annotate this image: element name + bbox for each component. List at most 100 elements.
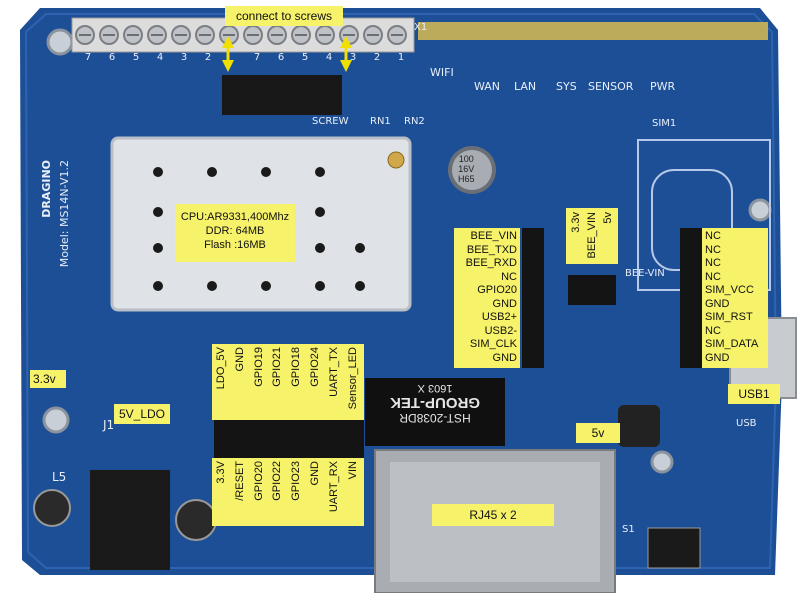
pin-label: GND xyxy=(492,351,517,364)
rn1-label: RN1 xyxy=(370,116,391,127)
label-usb1: USB1 xyxy=(728,384,780,404)
pin-label: SIM_VCC xyxy=(705,284,754,296)
x1-label: X1 xyxy=(414,22,428,33)
led-label: SENSOR xyxy=(588,80,634,93)
led-label: SYS xyxy=(556,80,577,93)
gpio-pin-label: GND xyxy=(309,461,321,486)
usb-silk: USB xyxy=(736,418,757,429)
module-dot xyxy=(153,281,163,291)
screw-number: 4 xyxy=(325,52,333,63)
screw-number: 7 xyxy=(253,52,261,63)
gpio-pin-label: GPIO22 xyxy=(271,461,284,501)
transformer xyxy=(365,378,505,446)
mounting-hole xyxy=(42,406,70,434)
gpio-pin-label: UART_RX xyxy=(327,461,340,513)
led-label: WIFI xyxy=(430,66,454,79)
arrow-icon xyxy=(222,36,352,72)
rj45-label: RJ45 x 2 xyxy=(432,504,554,526)
screw-number: 3 xyxy=(349,52,357,63)
module-dot xyxy=(261,281,271,291)
gpio-pin-label: GPIO19 xyxy=(252,347,265,387)
s1-silk: S1 xyxy=(622,524,635,535)
capacitor-marking: 100 16V H65 xyxy=(458,154,475,184)
dc-jack xyxy=(90,470,170,570)
pin-label: GPIO20 xyxy=(477,284,517,296)
gpio-pin-label: Sensor_LED xyxy=(346,347,359,410)
pin-label: NC xyxy=(705,270,721,283)
gpio-pin-label: 3.3V xyxy=(215,461,227,484)
transformer-line-3: HST-2038DR xyxy=(399,411,471,425)
cap-line-1: 100 xyxy=(458,154,474,164)
transformer-line-2: GROUP-TEK xyxy=(390,394,480,411)
module-dot xyxy=(261,167,271,177)
mounting-hole xyxy=(46,28,74,56)
sim1-label: SIM1 xyxy=(652,118,677,129)
pin-label: NC xyxy=(705,243,721,256)
ddr-line: DDR: 64MB xyxy=(205,225,265,237)
model-text: Model: MS14N-V1.2 xyxy=(58,160,71,268)
j1-silk: J1 xyxy=(103,418,115,432)
gpio-pin-label: GPIO18 xyxy=(290,347,303,387)
screw-number: 1 xyxy=(397,52,405,63)
pin-label: BEE_TXD xyxy=(466,243,517,256)
pin-label: NC xyxy=(705,230,721,242)
gpio-pin-label: LDO_5V xyxy=(215,347,227,390)
bee-vin-silk: BEE-VIN xyxy=(625,268,665,279)
label-3v3: 3.3v xyxy=(30,370,66,388)
led-label: PWR xyxy=(650,80,676,93)
gpio-pin-label: /RESET xyxy=(233,461,246,501)
ufl-connector xyxy=(387,151,405,169)
pin-label: USB2- xyxy=(484,324,517,337)
inductor xyxy=(33,489,71,527)
screw-numbers-right: 7 6 5 4 3 2 1 xyxy=(245,52,413,63)
gpio-header xyxy=(214,420,364,458)
pin-label: SIM_RST xyxy=(705,311,753,323)
inductor xyxy=(175,499,217,541)
jumper-block xyxy=(568,275,616,305)
pin-label: GND xyxy=(492,297,517,310)
module-dot xyxy=(153,167,163,177)
screw-caption: SCREW xyxy=(312,116,349,127)
cpu-spec-label: CPU:AR9331,400Mhz DDR: 64MB Flash :16MB xyxy=(175,204,295,262)
screw-number: 3 xyxy=(180,52,188,63)
bee-vin-text: BEE_VIN xyxy=(586,212,598,259)
gpio-pin-label: VIN xyxy=(346,461,359,480)
voltage-select-label: 5v BEE_VIN 3.3v xyxy=(566,208,618,264)
gpio-pin-label: GPIO24 xyxy=(309,347,321,387)
module-dot xyxy=(315,281,325,291)
screw-number: 4 xyxy=(156,52,164,63)
pin-header xyxy=(222,75,342,115)
connect-to-screws-label: connect to screws xyxy=(225,6,343,26)
v3v3-text: 3.3v xyxy=(570,212,582,233)
module-dot xyxy=(207,281,217,291)
module-dot xyxy=(315,167,325,177)
antenna-strip xyxy=(418,22,768,40)
label-5v-ldo: 5V_LDO xyxy=(114,404,170,424)
transformer-line-1: 1603 X xyxy=(417,382,453,394)
cap-line-2: 16V xyxy=(458,164,475,174)
led-label: WAN xyxy=(474,80,501,93)
label-5v: 5v xyxy=(576,423,620,443)
gpio-pin-label: GPIO23 xyxy=(290,461,303,501)
l5-silk: L5 xyxy=(52,470,67,484)
flash-line: Flash :16MB xyxy=(204,239,266,251)
cpu-line: CPU:AR9331,400Mhz xyxy=(180,211,290,223)
pin-label: USB2+ xyxy=(481,311,517,323)
pin-label: GND xyxy=(705,297,730,310)
sim-header xyxy=(680,228,702,368)
module-dot xyxy=(315,243,325,253)
gpio-pin-label: GND xyxy=(233,347,246,372)
screw-number: 5 xyxy=(132,52,140,63)
screw-number: 6 xyxy=(277,52,285,63)
screw-number: 5 xyxy=(301,52,309,63)
screw-number: 6 xyxy=(108,52,116,63)
screw-number: 2 xyxy=(373,52,381,63)
pin-label: BEE_RXD xyxy=(465,257,517,269)
v5-text: 5v xyxy=(602,212,614,224)
